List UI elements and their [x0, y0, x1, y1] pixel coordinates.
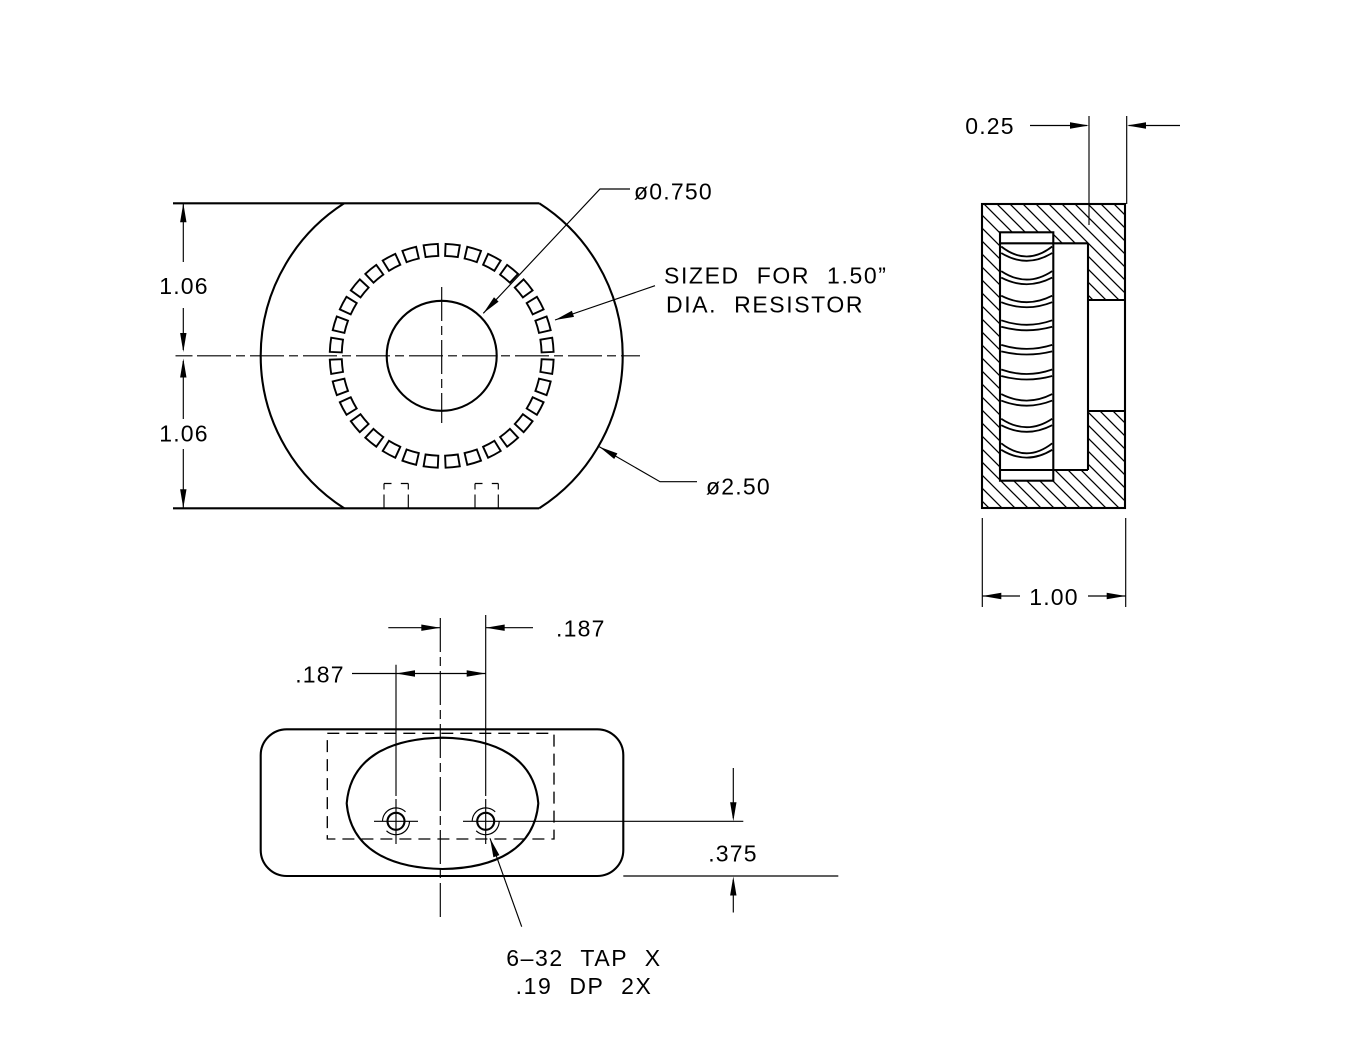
leader-hole-dia	[482, 188, 630, 314]
dimension-arrowheads	[180, 122, 1146, 896]
dim-label-1-00: 1.00	[1029, 584, 1079, 610]
dim-label-375: .375	[708, 841, 758, 867]
section-outline	[980, 202, 1127, 510]
leader-outer-dia	[599, 446, 697, 483]
dim-label-187-left: .187	[295, 662, 345, 688]
section-bore-lines	[1053, 242, 1125, 472]
serrated-ring	[328, 242, 555, 469]
sleeve-spring-arcs	[1000, 245, 1053, 459]
note-sized-line2: DIA. RESISTOR	[666, 292, 864, 318]
bottom-flat-outline	[345, 736, 540, 871]
dim-label-0-25: 0.25	[965, 113, 1015, 139]
bottom-hidden-bore	[326, 732, 555, 840]
dim-187-extension-lines	[395, 615, 487, 796]
dim-label-hole-dia: ø0.750	[634, 179, 713, 205]
note-tap-line2: .19 DP 2X	[516, 973, 653, 999]
section-view: 0.25 1.00	[965, 113, 1180, 610]
note-sized-line1: SIZED FOR 1.50”	[664, 263, 887, 289]
dim-label-outer-dia: ø2.50	[706, 474, 771, 500]
note-tap-line1: 6–32 TAP X	[506, 945, 661, 971]
front-hidden-notches	[383, 482, 499, 509]
section-sleeve-caps	[1000, 242, 1054, 472]
bottom-outline	[259, 728, 625, 878]
dim-label-1-06-bottom: 1.06	[159, 421, 209, 447]
dim-1-00-lines	[981, 518, 1127, 607]
dim-0-25-lines	[1030, 116, 1180, 225]
dim-label-1-06-top: 1.06	[159, 273, 209, 299]
front-view: 1.06 1.06 ø0.750 SIZED FOR 1.50” DIA. RE…	[159, 179, 887, 510]
bottom-view: .187 .187 .375 6–32 TAP X .19 DP 2X	[259, 615, 839, 999]
dim-375-lines	[463, 768, 839, 913]
dim-label-187-right: .187	[556, 616, 606, 642]
section-hatch-fill	[982, 204, 1125, 508]
tapped-hole-left	[374, 799, 418, 844]
section-sleeve-outline	[998, 231, 1055, 482]
